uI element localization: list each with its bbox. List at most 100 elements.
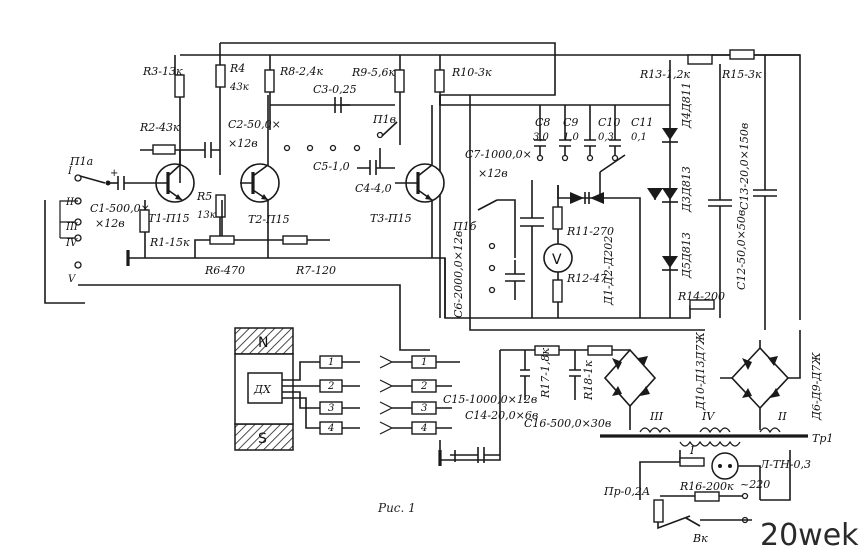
primary-circuit: I Л-ТН-0,3 R16-200к Пр-0,2А ~220 Вк [603,444,811,545]
svg-text:2: 2 [327,381,334,392]
svg-text:R9-5,6к: R9-5,6к [351,66,395,79]
switch-p1v[interactable]: П1в [283,113,398,152]
resistor-r3: R3-13к [142,65,185,183]
svg-text:R2-43к: R2-43к [139,121,180,134]
north-pole: N [258,335,268,351]
svg-text:R10-3к: R10-3к [451,66,492,79]
resistor-r2: R2-43к [139,121,200,155]
switch-pos-3: III [65,222,79,233]
svg-text:R14-200: R14-200 [677,290,725,303]
magnet-block: N S ДХ [234,327,294,451]
svg-text:C8: C8 [535,116,550,129]
resistor-r1: R1-15к [139,200,190,258]
svg-text:13к: 13к [197,210,216,221]
svg-text:П1в: П1в [372,113,396,126]
ground-marks [126,250,442,466]
svg-text:R18-1к: R18-1к [582,360,595,401]
capacitor-c15: C15-1000,0×12в [443,393,537,463]
switch-p1b[interactable]: П1б [452,199,516,294]
switch-pos-2: II [65,197,75,208]
mains-label: ~220 [740,478,770,491]
capacitor-c5: C5-1,0 [313,148,381,173]
svg-text:C7-1000,0×: C7-1000,0× [465,148,532,161]
transformer-label: Тр1 [812,432,833,445]
svg-text:I: I [689,444,695,457]
svg-text:Д6-Д9-Д7Ж: Д6-Д9-Д7Ж [810,352,823,421]
switch-pos-1: I [67,166,73,177]
svg-text:2: 2 [420,381,427,392]
svg-text:C1-500,0×: C1-500,0× [90,202,150,215]
svg-text:×12в: ×12в [95,217,125,230]
resistor-r14: R14-200 [677,290,725,310]
switch-p1a[interactable]: П1а I II III IV V [59,155,118,285]
switch-pos-5: V [68,274,77,285]
svg-text:R13-1,2к: R13-1,2к [639,68,690,81]
zener-stack: Д4Д811 Д3Д813 Д5Д813 [647,60,693,318]
svg-text:R15-3к: R15-3к [721,68,762,81]
svg-text:3: 3 [421,403,427,414]
svg-text:R1-15к: R1-15к [149,236,190,249]
voltmeter-symbol: V [552,252,562,268]
svg-text:C14-20,0×6в: C14-20,0×6в [465,409,538,422]
svg-text:R12-47: R12-47 [566,272,607,285]
resistor-r8: R8-2,4к [264,65,350,130]
svg-text:C9: C9 [563,116,578,129]
capacitor-c6: C6-2000,0×12в [452,231,525,318]
svg-text:R4: R4 [229,62,245,75]
svg-text:C11: C11 [631,116,653,129]
svg-text:II: II [777,410,787,423]
hall-sensor: ДХ [253,383,272,396]
south-pole: S [258,431,267,447]
svg-text:Д5Д813: Д5Д813 [680,232,693,279]
svg-text:×12в: ×12в [478,167,508,180]
channel-blocks: 1 2 3 4 1 2 3 4 [282,355,460,435]
capacitor-c4: C4-4,0 [355,160,395,195]
svg-text:Д3Д813: Д3Д813 [680,166,693,213]
svg-text:R3-13к: R3-13к [142,65,183,78]
lamp-label: Л-ТН-0,3 [759,458,811,471]
figure-caption: Рис. 1 [377,501,416,515]
svg-text:×12в: ×12в [228,137,258,150]
svg-text:C4-4,0: C4-4,0 [355,182,392,195]
svg-text:1: 1 [328,357,334,368]
transistor-t1: T1-П15 [148,150,195,225]
svg-text:Д10-Д13Д7Ж: Д10-Д13Д7Ж [694,331,707,411]
capacitor-c14: C14-20,0×6в [465,409,538,422]
svg-text:+: + [110,168,118,179]
svg-text:C6-2000,0×12в: C6-2000,0×12в [452,231,465,318]
capacitor-c7: C7-1000,0× ×12в [465,148,544,318]
diodes-d1-d2: Д1-Д2-Д202 [557,185,641,318]
svg-text:C16-500,0×30в: C16-500,0×30в [524,417,611,430]
fuse-label: Пр-0,2А [603,485,650,498]
capacitor-bank: C8 3,0 C9 1,0 C10 0,3 C11 0,1 [533,105,653,198]
svg-text:1,0: 1,0 [563,132,580,143]
svg-text:R16-200к: R16-200к [679,480,734,493]
svg-text:R7-120: R7-120 [295,264,336,277]
svg-text:R5: R5 [196,190,212,203]
resistor-r17: R17-1,8к [520,345,560,400]
svg-text:1: 1 [421,357,427,368]
voltmeter: V [543,243,573,273]
power-switch-label: Вк [692,532,708,545]
resistor-r4: R4 43к [215,62,249,175]
svg-text:Д1-Д2-Д202: Д1-Д2-Д202 [602,236,615,306]
svg-text:43к: 43к [229,82,249,93]
svg-text:Д4Д811: Д4Д811 [680,82,693,129]
svg-text:T3-П15: T3-П15 [370,212,412,225]
svg-text:R17-1,8к: R17-1,8к [539,348,552,399]
capacitor-c16: C16-500,0×30в [524,417,611,430]
transistor-t2: T2-П15 [240,95,290,258]
resistor-r18: R18-1к [569,345,613,401]
resistor-r6: R6-470 [194,200,260,277]
resistor-r12: R12-47 [552,272,607,318]
watermark: 20wek [760,518,859,553]
svg-text:C3-0,25: C3-0,25 [313,83,357,96]
svg-text:III: III [649,410,664,423]
svg-text:IV: IV [701,410,715,423]
resistor-r5: R5 13к [196,190,226,240]
capacitor-c3: C3-0,25 [313,83,395,113]
svg-text:C2-50,0×: C2-50,0× [228,118,281,131]
capacitor-c13: C13-20,0×150в [738,55,777,330]
capacitor-c12: C12-50,0×50в [708,64,748,318]
